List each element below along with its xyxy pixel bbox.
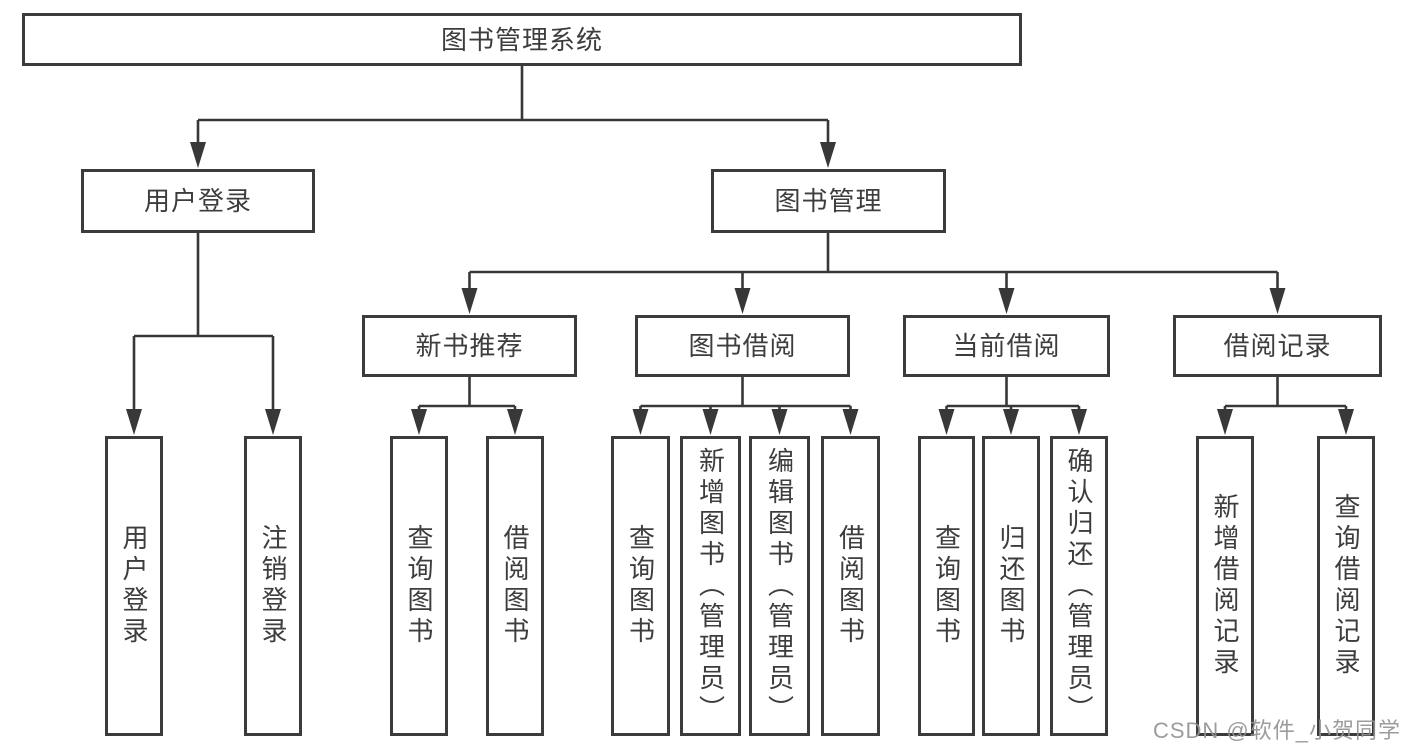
node-label: 用户登录 (143, 186, 252, 216)
node-user-login: 用户登录 (81, 169, 315, 233)
node-library-management-system: 图书管理系统 (22, 13, 1022, 66)
leaf-add-books-admin: 新增图书（管理员） (680, 436, 741, 736)
node-borrowing-records: 借阅记录 (1173, 315, 1382, 377)
leaf-query-borrow-record: 查询借阅记录 (1317, 436, 1375, 736)
leaf-label: 注销登录 (258, 524, 288, 648)
node-label: 新书推荐 (415, 331, 524, 361)
leaf-user-login: 用户登录 (105, 436, 163, 736)
leaf-logout: 注销登录 (244, 436, 302, 736)
leaf-label: 借阅图书 (500, 524, 530, 648)
leaf-query-books-current: 查询图书 (918, 436, 975, 736)
leaf-query-books-recommend: 查询图书 (390, 436, 448, 736)
node-label: 借阅记录 (1223, 331, 1332, 361)
leaf-label: 归还图书 (996, 524, 1026, 648)
leaf-label: 用户登录 (119, 524, 149, 648)
node-label: 当前借阅 (952, 331, 1061, 361)
leaf-label: 新增借阅记录 (1210, 493, 1240, 679)
leaf-label: 查询图书 (931, 524, 962, 648)
leaf-return-books: 归还图书 (982, 436, 1040, 736)
leaf-label: 确认归还（管理员） (1064, 446, 1094, 726)
node-label: 图书管理 (774, 186, 883, 216)
node-label: 图书借阅 (688, 331, 797, 361)
leaf-add-borrow-record: 新增借阅记录 (1196, 436, 1254, 736)
leaf-query-books-borrow: 查询图书 (611, 436, 670, 736)
leaf-label: 查询图书 (625, 524, 656, 648)
leaf-label: 借阅图书 (835, 524, 866, 648)
node-book-borrowing: 图书借阅 (635, 315, 850, 377)
node-label: 图书管理系统 (440, 24, 603, 55)
leaf-confirm-return-admin: 确认归还（管理员） (1050, 436, 1108, 736)
node-book-management: 图书管理 (711, 169, 946, 233)
leaf-label: 编辑图书（管理员） (764, 446, 795, 726)
leaf-label: 新增图书（管理员） (695, 446, 726, 726)
leaf-edit-books-admin: 编辑图书（管理员） (749, 436, 810, 736)
leaf-label: 查询图书 (404, 524, 434, 648)
node-new-book-recommendation: 新书推荐 (362, 315, 577, 377)
leaf-borrow-books-recommend: 借阅图书 (486, 436, 544, 736)
csdn-watermark: CSDN @软件_小贺同学 (1152, 718, 1401, 743)
node-current-borrowing: 当前借阅 (903, 315, 1110, 377)
leaf-label: 查询借阅记录 (1331, 493, 1361, 679)
leaf-borrow-books: 借阅图书 (821, 436, 880, 736)
